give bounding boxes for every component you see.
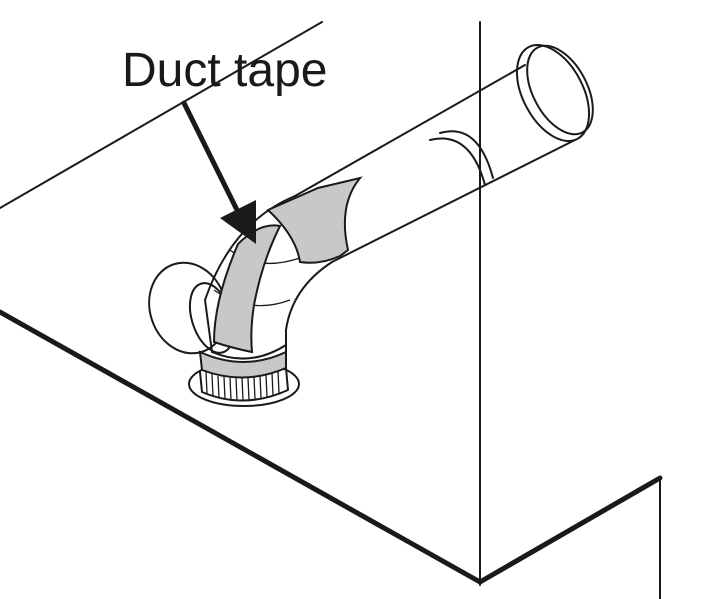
callout: Duct tape [122, 44, 327, 244]
outlet-collar [199, 367, 289, 402]
cabinet-front-top-edge [0, 309, 663, 585]
tape-wrap-joint [266, 176, 363, 264]
callout-arrow-shaft [181, 100, 241, 215]
straight-duct [294, 43, 594, 263]
duct-seam-ring [429, 137, 486, 186]
cabinet-top-back-edge [0, 21, 323, 209]
callout-label: Duct tape [122, 44, 327, 97]
elbow-outer [204, 195, 296, 353]
tape-wrap-elbow [212, 224, 282, 354]
duct-tape [198, 176, 363, 379]
tape-wrap-collar [198, 350, 287, 379]
callout-arrowhead [220, 200, 256, 244]
outlet-ribs [205, 370, 280, 401]
appliance-cabinet [0, 21, 663, 599]
duct-end-cap [515, 43, 591, 143]
exhaust-outlet [188, 361, 300, 407]
elbow-inner [285, 261, 333, 369]
